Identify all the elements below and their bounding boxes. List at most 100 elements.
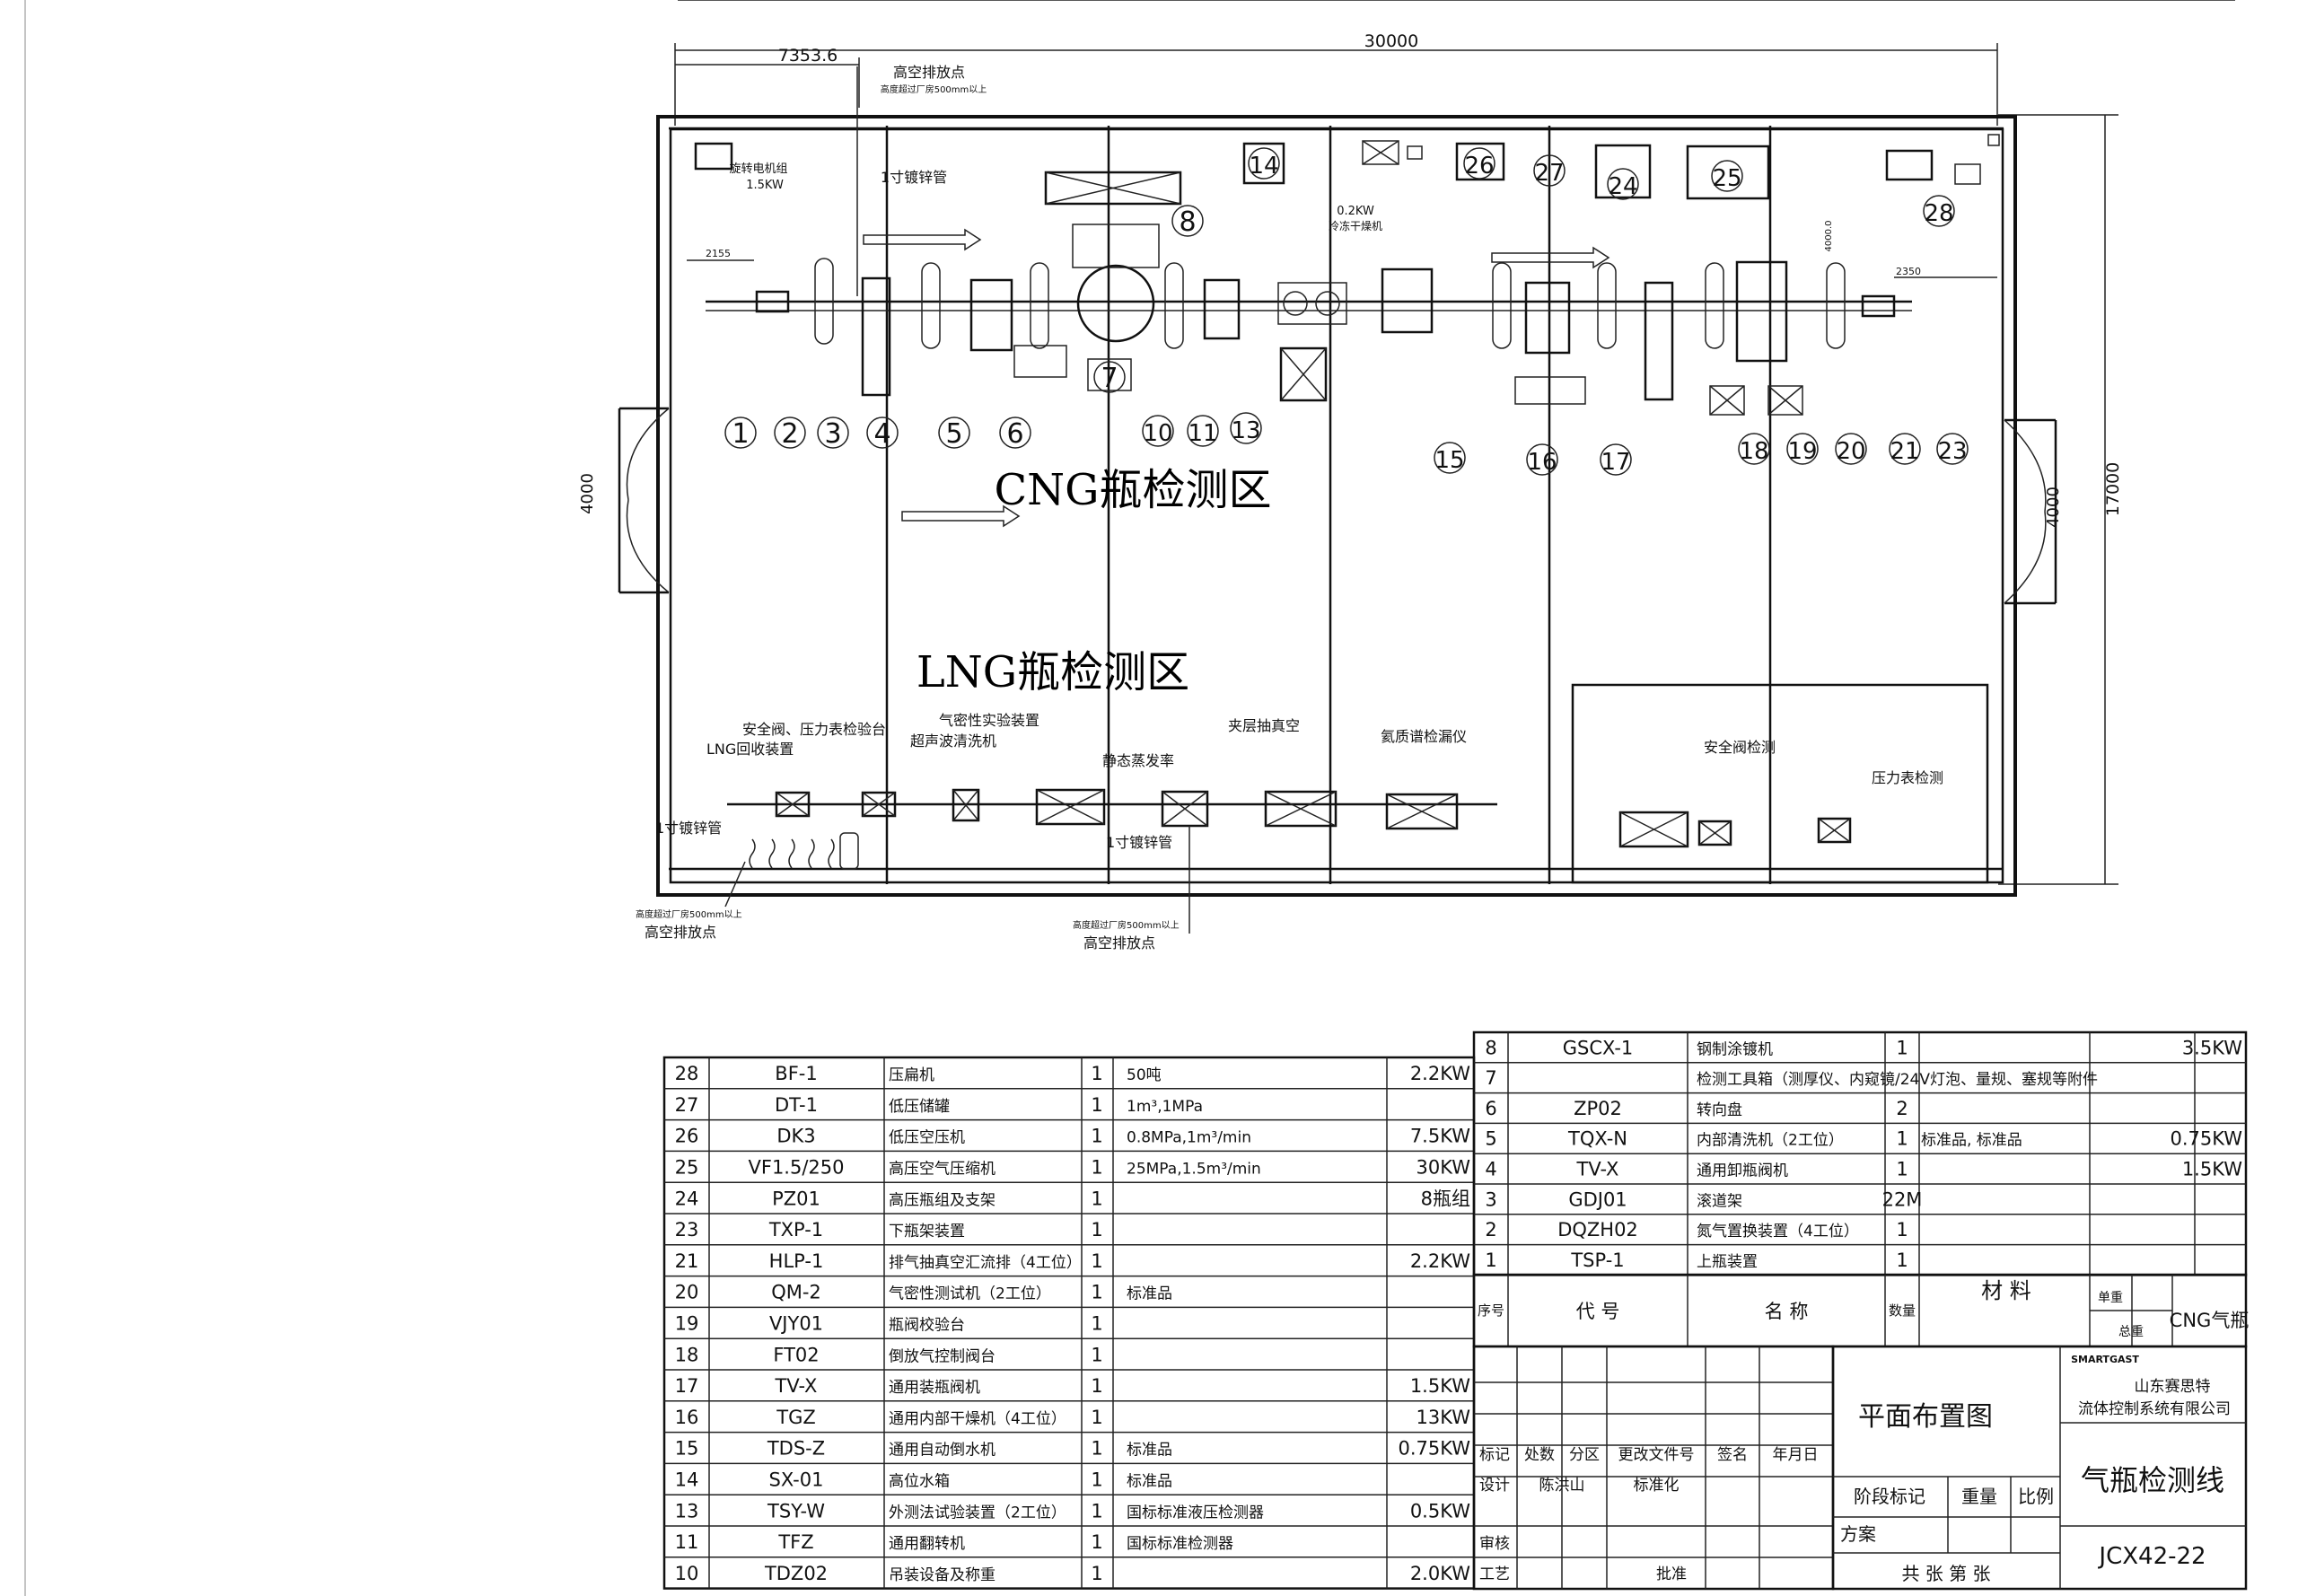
marker-8: 8 xyxy=(1179,206,1196,238)
bom-header-qty: 数量 xyxy=(1889,1302,1916,1319)
bom-right-row-1-name: 上瓶装置 xyxy=(1697,1253,1758,1271)
rev-review: 审核 xyxy=(1479,1535,1510,1553)
bom-left-row-27-no: 27 xyxy=(675,1094,699,1116)
rev-zone: 分区 xyxy=(1569,1446,1600,1464)
bom-left-row-18-no: 18 xyxy=(675,1344,699,1365)
company-line1: 山东赛思特 xyxy=(2135,1377,2211,1396)
bom-right-row-6-name: 转向盘 xyxy=(1697,1101,1742,1119)
title-block xyxy=(1831,1345,2248,1591)
marker-17: 17 xyxy=(1601,449,1630,476)
bom-right-row-5-code: TQX-N xyxy=(1567,1128,1627,1150)
bom-left-row-25-spec: 25MPa,1.5m³/min xyxy=(1127,1160,1261,1178)
bom-left-row-13-name: 外测法试验装置（2工位） xyxy=(889,1504,1066,1521)
bom-left-row-26-qty: 1 xyxy=(1091,1126,1102,1147)
bom-left-row-14-qty: 1 xyxy=(1091,1469,1102,1490)
label-pipe-mid: 1寸镀锌管 xyxy=(1106,834,1172,851)
marker-2: 2 xyxy=(781,418,798,450)
bom-right-row-8-power: 3.5KW xyxy=(2182,1037,2242,1058)
label-pipe-left: 1寸镀锌管 xyxy=(655,820,722,837)
bom-left-grid xyxy=(662,1056,1476,1590)
rev-process: 工艺 xyxy=(1479,1565,1510,1583)
bom-left-row-20-qty: 1 xyxy=(1091,1282,1102,1303)
bom-left-row-13-code: TSY-W xyxy=(767,1500,825,1521)
bom-left-row-14-name: 高位水箱 xyxy=(889,1472,950,1490)
column-grid xyxy=(669,126,2004,884)
title-sheets: 共 张 第 张 xyxy=(1901,1563,1990,1584)
bom-left-row-24-no: 24 xyxy=(675,1188,699,1209)
zone-lng-title: LNG瓶检测区 xyxy=(917,647,1189,697)
bom-left-row-27-code: DT-1 xyxy=(775,1094,818,1116)
bom-left-row-20-spec: 标准品 xyxy=(1127,1285,1172,1303)
dim-small-vertical: 4000.0 xyxy=(1824,221,1834,252)
bom-right-row-8-no: 8 xyxy=(1485,1037,1496,1058)
label-pressure-gauge: 压力表检测 xyxy=(1872,769,1943,786)
bom-left-row-16-no: 16 xyxy=(675,1407,699,1428)
dim-door-left: 4000 xyxy=(578,473,597,514)
bom-left-row-10-name: 吊装设备及称重 xyxy=(889,1566,996,1584)
flow-arrows xyxy=(863,228,1610,528)
bom-left-row-15-qty: 1 xyxy=(1091,1438,1102,1460)
label-dryer-power: 0.2KW xyxy=(1337,205,1374,218)
bom-left-row-11-spec: 国标标准检测器 xyxy=(1127,1535,1233,1553)
label-evaporation: 静态蒸发率 xyxy=(1102,752,1174,769)
bom-right-row-8-code: GSCX-1 xyxy=(1563,1037,1634,1058)
bom-left-row-24-name: 高压瓶组及支架 xyxy=(889,1191,996,1209)
bom-left-row-20-no: 20 xyxy=(675,1282,699,1303)
marker-27: 27 xyxy=(1534,160,1564,187)
bom-left-row-18-qty: 1 xyxy=(1091,1344,1102,1365)
label-ultrasonic: 超声波清洗机 xyxy=(910,732,996,750)
bom-left-row-19-code: VJY01 xyxy=(769,1312,823,1334)
bom-right-row-4-power: 1.5KW xyxy=(2182,1159,2242,1180)
dim-side-right: 2350 xyxy=(1896,266,1921,277)
label-vent-top-note: 高度超过厂房500mm以上 xyxy=(881,83,987,95)
bom-right-row-3-no: 3 xyxy=(1485,1188,1496,1210)
marker-13: 13 xyxy=(1231,417,1260,444)
item-markers: 1 2 3 4 5 6 7 8 10 11 13 14 15 16 17 18 … xyxy=(724,147,1969,476)
rev-approve: 批准 xyxy=(1656,1565,1687,1583)
dim-left-offset: 7353.6 xyxy=(778,46,838,66)
marker-1: 1 xyxy=(732,418,749,450)
bom-right-row-4-name: 通用卸瓶阀机 xyxy=(1697,1162,1788,1180)
rev-sign: 签名 xyxy=(1717,1446,1748,1464)
bom-right-row-6-code: ZP02 xyxy=(1574,1098,1622,1119)
bom-left-row-15-power: 0.75KW xyxy=(1398,1438,1470,1460)
bom-header-name: 名 称 xyxy=(1765,1301,1809,1322)
bom-left-row-11-code: TFZ xyxy=(777,1531,813,1553)
dim-door-right: 4000 xyxy=(2044,487,2063,528)
bom-right-row-4-code: TV-X xyxy=(1576,1159,1619,1180)
bom-left-row-24-code: PZ01 xyxy=(772,1188,820,1209)
marker-16: 16 xyxy=(1527,449,1557,476)
bom-left-row-27-spec: 1m³,1MPa xyxy=(1127,1098,1203,1116)
marker-3: 3 xyxy=(824,418,841,450)
bom-left-row-16-qty: 1 xyxy=(1091,1407,1102,1428)
label-safety-valve: 安全阀检测 xyxy=(1704,739,1776,756)
bom-left-row-27-name: 低压储罐 xyxy=(889,1098,950,1116)
door-right xyxy=(2004,418,2057,605)
bom-left-row-25-code: VF1.5/250 xyxy=(749,1156,845,1178)
bom-left-row-24-qty: 1 xyxy=(1091,1188,1102,1209)
cng-conveyor xyxy=(687,259,1997,311)
lng-line xyxy=(724,66,1852,934)
bom-left-row-15-code: TDS-Z xyxy=(767,1438,825,1460)
bom-left-row-14-no: 14 xyxy=(675,1469,699,1490)
bom-right-row-4-no: 4 xyxy=(1485,1159,1496,1180)
label-motor-power: 1.5KW xyxy=(746,179,784,192)
bom-right-row-7-name: 检测工具箱（测厚仪、内窥镜/24V灯泡、量规、塞规等附件 xyxy=(1697,1071,2098,1089)
bom-left-row-13-no: 13 xyxy=(675,1500,699,1521)
cng-equipment xyxy=(694,134,2000,416)
label-dryer: 冷冻干燥机 xyxy=(1329,219,1382,232)
bom-left-row-26-code: DK3 xyxy=(776,1126,815,1147)
bom-left-row-20-code: QM-2 xyxy=(771,1282,821,1303)
bom-left-row-11-name: 通用翻转机 xyxy=(889,1535,965,1553)
marker-28: 28 xyxy=(1924,200,1953,227)
label-vacuum: 夹层抽真空 xyxy=(1228,717,1300,734)
rev-date: 年月日 xyxy=(1773,1446,1819,1464)
bom-right-row-2-code: DQZH02 xyxy=(1557,1219,1638,1241)
bom-left-row-11-qty: 1 xyxy=(1091,1531,1102,1553)
title-scheme: 方案 xyxy=(1840,1523,1876,1545)
bom-header-unit-weight: 单重 xyxy=(2098,1291,2123,1305)
bom-right-row-8-qty: 1 xyxy=(1896,1037,1908,1058)
title-weight: 重量 xyxy=(1961,1486,1997,1507)
bom-left-row-21-no: 21 xyxy=(675,1250,699,1272)
bom-left-row-26-power: 7.5KW xyxy=(1410,1126,1470,1147)
